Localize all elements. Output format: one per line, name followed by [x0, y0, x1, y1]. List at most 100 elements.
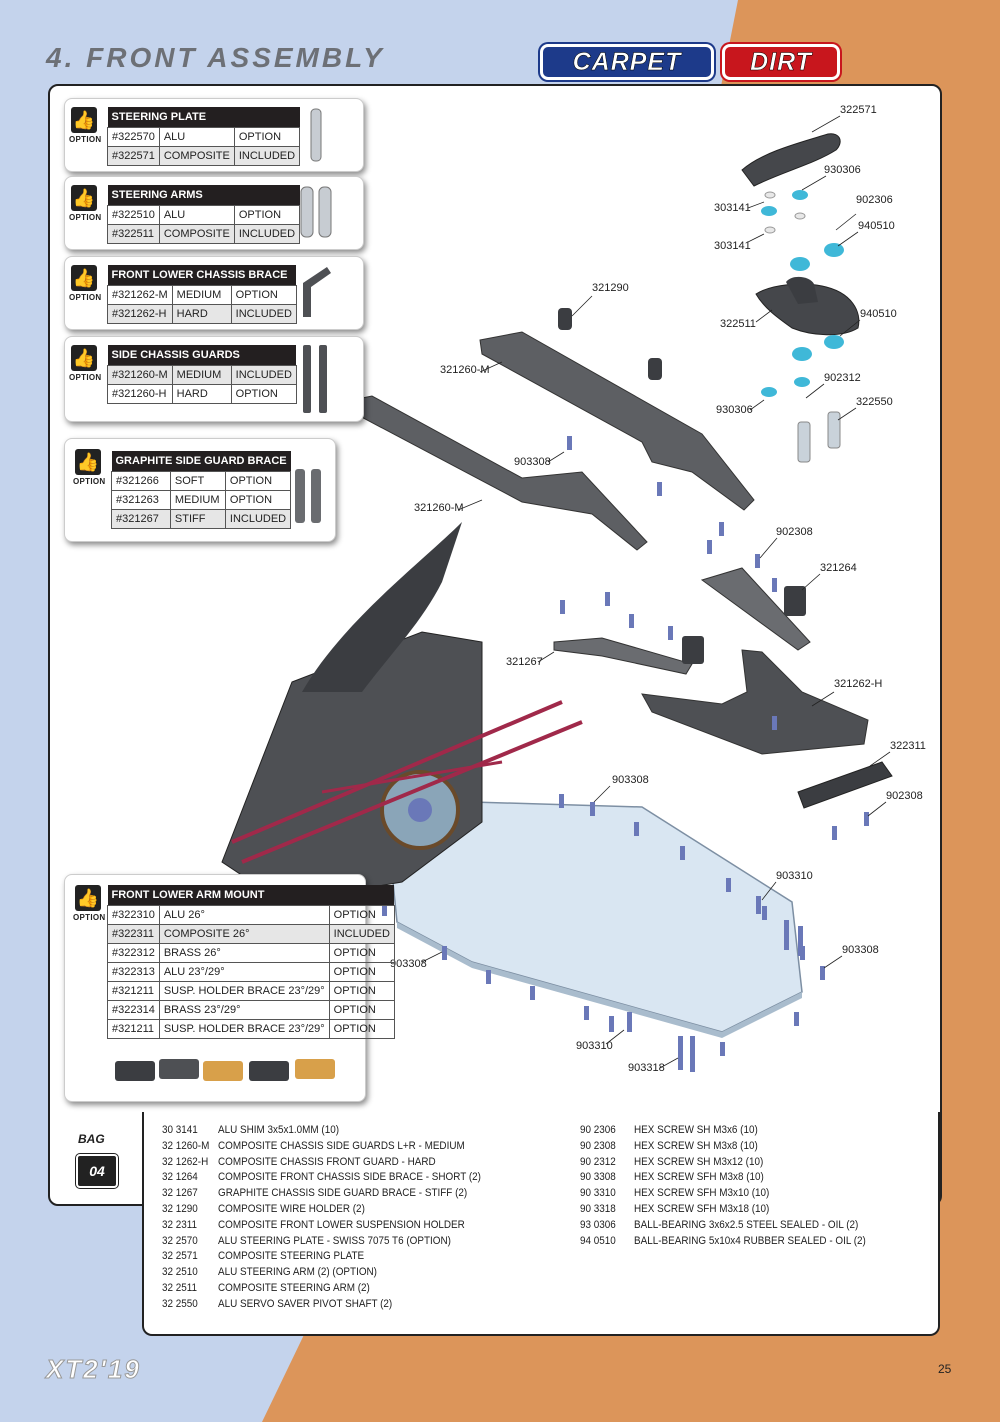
callout-label: 321260-M — [440, 364, 490, 376]
callout-label: 903308 — [390, 958, 427, 970]
steering-arms-image — [300, 186, 332, 238]
part-number: #322310 — [107, 905, 160, 925]
material: COMPOSITE — [158, 224, 235, 244]
table-title: FRONT LOWER CHASSIS BRACE — [107, 265, 297, 286]
steering-plate — [741, 133, 841, 187]
carpet-badge: CARPET — [540, 44, 714, 80]
part-description: ALU SERVO SAVER PIVOT SHAFT (2) — [218, 1297, 393, 1310]
part-code: 32 2550 — [162, 1297, 198, 1310]
part-number: #322312 — [107, 943, 160, 963]
arm-mount-images — [115, 1059, 335, 1081]
table-title: FRONT LOWER ARM MOUNT — [107, 885, 395, 906]
part-code: 94 0510 — [580, 1234, 616, 1247]
part-description: HEX SCREW SFH M3x8 (10) — [634, 1171, 764, 1184]
chassis-brace-image — [303, 267, 331, 317]
status: OPTION — [328, 1019, 395, 1039]
part-description: HEX SCREW SFH M3x18 (10) — [634, 1203, 770, 1215]
material: ALU — [158, 127, 235, 147]
callout-label: 902306 — [856, 194, 893, 206]
status: OPTION — [224, 471, 292, 491]
material: SOFT — [169, 471, 226, 491]
bag-number: 04 — [76, 1154, 118, 1188]
option-label: OPTION — [69, 213, 102, 222]
material: ALU — [158, 205, 235, 225]
thumbs-up-icon: 👍 — [71, 185, 97, 211]
status: OPTION — [233, 127, 301, 147]
status: OPTION — [328, 1000, 395, 1020]
part-number: #322570 — [107, 127, 160, 147]
table-title: STEERING PLATE — [107, 107, 300, 128]
callout-label: 903310 — [576, 1040, 613, 1052]
option-label: OPTION — [73, 477, 106, 486]
status: INCLUDED — [230, 304, 297, 324]
chassis-plate — [386, 801, 803, 1038]
part-number: #321267 — [111, 509, 171, 529]
callout-label: 940510 — [860, 308, 897, 320]
callout-label: 303141 — [714, 240, 751, 252]
side-guard-upper — [479, 331, 755, 511]
status: OPTION — [328, 962, 395, 982]
callout-label: 902308 — [886, 790, 923, 802]
part-description: HEX SCREW SH M3x8 (10) — [634, 1139, 758, 1152]
part-code: 90 3318 — [580, 1203, 616, 1215]
callout-label: 321262-H — [834, 678, 883, 690]
part-code: 32 1264 — [162, 1171, 198, 1184]
part-code: 90 3308 — [580, 1171, 616, 1184]
part-code: 90 2312 — [580, 1155, 616, 1168]
part-number: #321211 — [107, 981, 160, 1001]
side-guards-image — [303, 345, 327, 413]
part-number: #322313 — [107, 962, 160, 982]
callout-label: 321264 — [820, 562, 857, 574]
graphite-brace-image — [295, 469, 321, 523]
callout-label: 903308 — [514, 456, 551, 468]
steering-plate-image — [310, 108, 322, 162]
front-guard — [641, 649, 869, 755]
thumbs-up-icon: 👍 — [71, 265, 97, 291]
part-description: HEX SCREW SH M3x6 (10) — [634, 1124, 758, 1136]
part-code: 32 1260-M — [162, 1139, 210, 1152]
material: COMPOSITE 26° — [158, 924, 330, 944]
lower-arm-mount — [797, 761, 893, 809]
table-title: STEERING ARMS — [107, 185, 300, 206]
part-description: COMPOSITE STEERING PLATE — [218, 1250, 365, 1263]
part-number: #321260-M — [107, 365, 173, 385]
callout-label: 321260-M — [414, 502, 464, 514]
part-description: BALL-BEARING 5x10x4 RUBBER SEALED - OIL … — [634, 1234, 866, 1247]
material: MEDIUM — [171, 365, 232, 385]
material: STIFF — [169, 509, 226, 529]
material: BRASS 23°/29° — [158, 1000, 330, 1020]
material: COMPOSITE — [158, 146, 235, 166]
part-description: HEX SCREW SFH M3x10 (10) — [634, 1187, 770, 1200]
shims — [764, 191, 806, 234]
part-code: 32 1262-H — [162, 1155, 209, 1168]
part-code: 32 2570 — [162, 1234, 198, 1247]
part-description: BALL-BEARING 3x6x2.5 STEEL SEALED - OIL … — [634, 1218, 859, 1231]
dirt-badge: DIRT — [722, 44, 840, 80]
part-description: GRAPHITE CHASSIS SIDE GUARD BRACE - STIF… — [218, 1187, 468, 1200]
status: OPTION — [230, 285, 297, 305]
callout-label: 303141 — [714, 202, 751, 214]
exploded-view-drawing — [221, 115, 893, 1072]
callout-label: 930306 — [824, 164, 861, 176]
part-number: #322510 — [107, 205, 160, 225]
part-code: 30 3141 — [162, 1124, 198, 1136]
callout-label: 321290 — [592, 282, 629, 294]
part-description: COMPOSITE FRONT LOWER SUSPENSION HOLDER — [218, 1218, 465, 1231]
callout-label: 930306 — [716, 404, 753, 416]
thumbs-up-icon: 👍 — [75, 885, 101, 911]
part-number: #321211 — [107, 1019, 160, 1039]
